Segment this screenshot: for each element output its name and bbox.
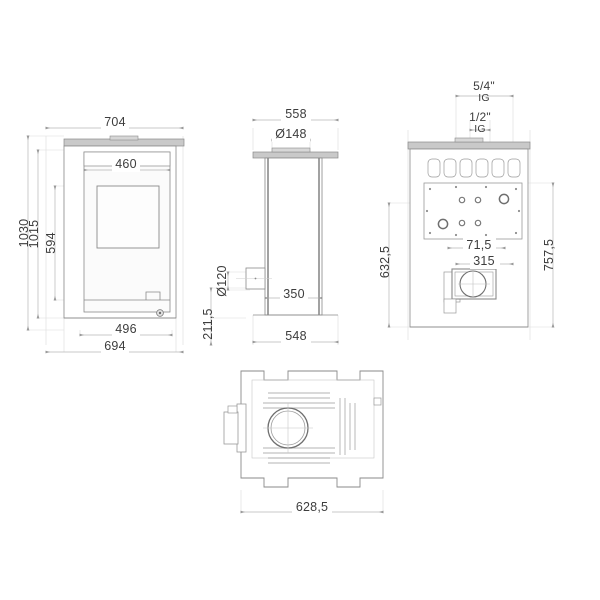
dim-front-door-460: 460 <box>115 157 136 171</box>
top-fins-lower <box>263 447 335 464</box>
top-fins-right <box>339 398 356 455</box>
dim-rear-height-632-5: 632,5 <box>378 246 392 278</box>
top-air-intake <box>223 403 247 453</box>
front-view-geometry <box>63 135 185 319</box>
top-outline <box>240 370 384 488</box>
dim-side-depth-558: 558 <box>285 107 306 121</box>
dim-front-base-694: 694 <box>104 339 125 353</box>
rear-air-intake-assembly <box>443 268 497 314</box>
dim-rear-thread-lower: 1/2" <box>469 110 491 124</box>
side-top-plate <box>252 151 339 159</box>
dim-front-width-704: 704 <box>104 115 125 129</box>
dim-side-base-548: 548 <box>285 329 306 343</box>
dim-side-intake-dia-120: Ø120 <box>215 265 229 296</box>
dim-front-body-496: 496 <box>115 322 136 336</box>
dim-side-intake-height-211-5: 211,5 <box>201 308 215 339</box>
rear-ports-small <box>458 196 482 227</box>
dim-rear-thread-upper-sub: IG <box>478 92 490 104</box>
rear-plate-screws <box>425 185 521 237</box>
rear-top-plate <box>407 141 531 150</box>
dim-rear-height-757-5: 757,5 <box>542 239 556 271</box>
top-handle-detail <box>373 397 382 406</box>
dim-rear-thread-lower-sub: IG <box>474 123 486 135</box>
top-view-geometry <box>223 370 384 488</box>
front-door-handle <box>145 291 161 300</box>
dim-rear-plate-315: 315 <box>473 254 494 268</box>
rear-ports-large <box>437 193 510 230</box>
dim-side-inner-350: 350 <box>283 287 304 301</box>
front-glass <box>96 185 160 249</box>
dim-rear-port-spacing-71-5: 71,5 <box>466 238 491 252</box>
dim-front-body-height-1015: 1015 <box>27 220 41 249</box>
dimension-labels: 704 460 496 694 1030 1015 594 558 Ø148 3… <box>17 79 556 514</box>
dim-front-height-1030: 1030 <box>17 219 31 248</box>
side-flue-collar <box>271 147 311 153</box>
dim-side-flue-148: Ø148 <box>275 127 306 141</box>
rear-vent-slots <box>427 158 521 178</box>
dim-top-width-628-5: 628,5 <box>296 500 328 514</box>
dim-rear-thread-upper: 5/4" <box>473 79 495 93</box>
rear-connection-plate <box>423 182 523 240</box>
rear-view-geometry <box>407 137 531 328</box>
top-fins-upper <box>263 392 335 409</box>
dim-front-door-height-594: 594 <box>44 232 58 253</box>
